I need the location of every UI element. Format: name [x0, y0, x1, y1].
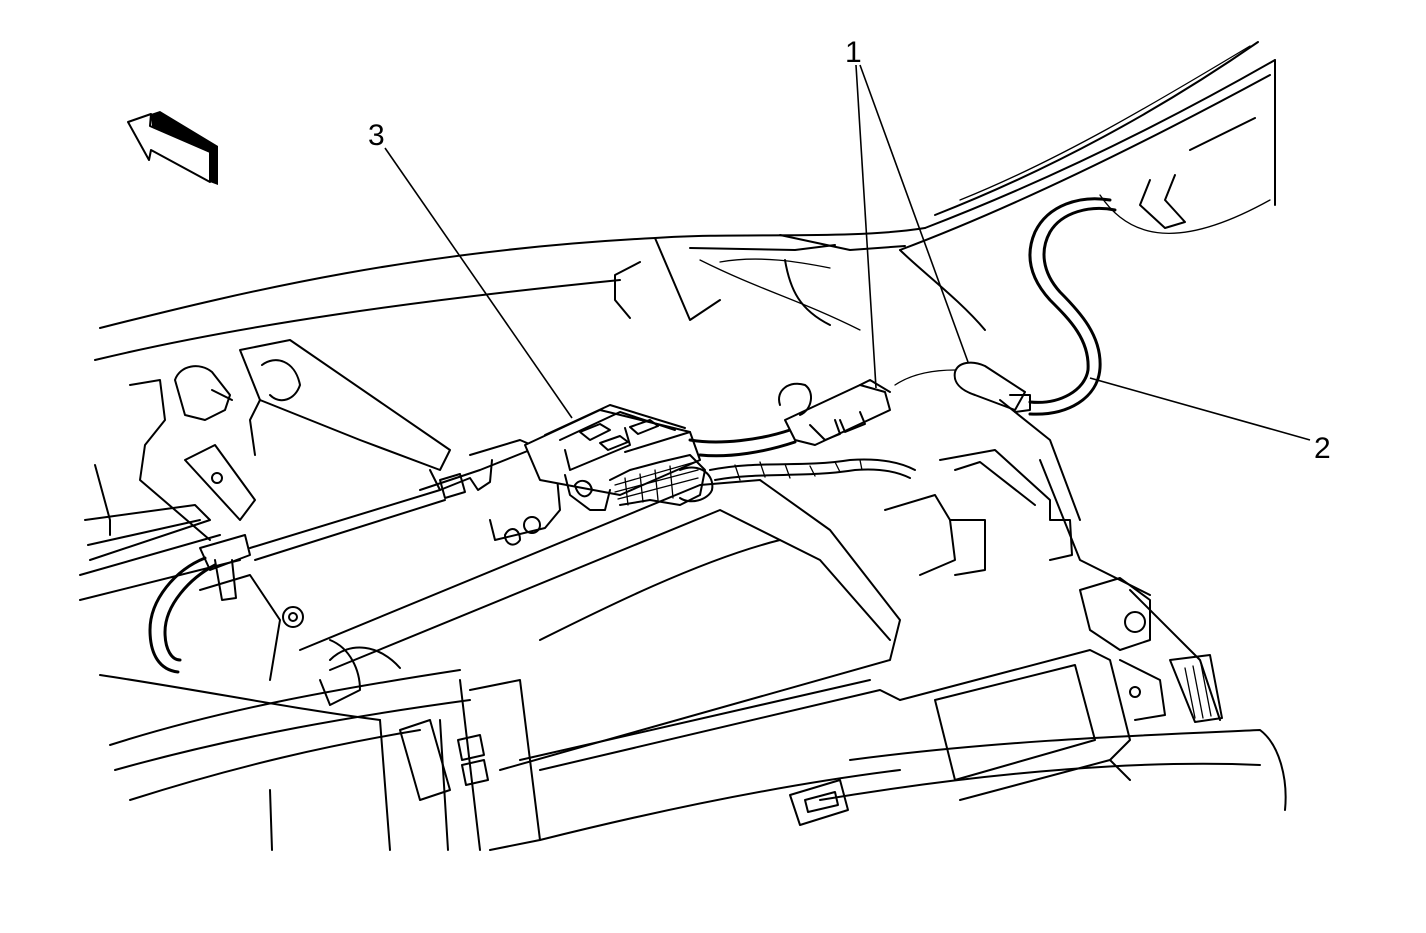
main-harness — [688, 428, 916, 481]
sensor-connector-far — [894, 197, 1117, 416]
sensor-connector-near — [778, 379, 891, 446]
callout-leaders — [384, 64, 1311, 441]
dash-panel — [94, 227, 986, 361]
callout-1: 1 — [845, 36, 862, 69]
center-console — [789, 649, 1287, 826]
forward-arrow-icon — [127, 111, 218, 185]
control-module — [199, 429, 901, 771]
cowl-panel — [899, 41, 1276, 251]
callout-3: 3 — [368, 119, 385, 152]
left-harness — [148, 459, 493, 674]
left-mount-bracket — [79, 339, 451, 601]
right-bracket — [884, 399, 1223, 723]
lower-dash — [99, 646, 901, 851]
callout-2: 2 — [1314, 432, 1331, 465]
module-connector — [524, 404, 714, 511]
